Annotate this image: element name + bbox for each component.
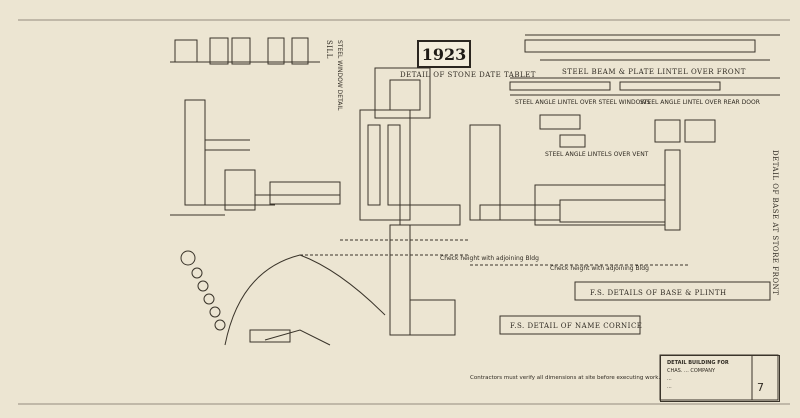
label-sill: SILL [325, 40, 333, 59]
date-tablet: 1923 [417, 40, 471, 68]
label-stone-date-tablet: DETAIL OF STONE DATE TABLET [400, 71, 536, 79]
contractor-note: Contractors must verify all dimensions a… [470, 375, 661, 381]
title-line-2: CHAS. ... COMPANY [667, 368, 716, 374]
label-steel-angle-lintel-rear-door: STEEL ANGLE LINTEL OVER REAR DOOR [640, 99, 760, 106]
label-steel-angle-lintels-vent: STEEL ANGLE LINTELS OVER VENT [545, 151, 649, 158]
date-tablet-year: 1923 [421, 44, 467, 64]
label-steel-beam-plate-lintel: STEEL BEAM & PLATE LINTEL OVER FRONT [562, 68, 746, 76]
label-check-height-2: Check height with adjoining Bldg [550, 265, 649, 272]
label-base-detail: DETAIL OF BASE AT STORE FRONT [771, 150, 779, 296]
title-line-4: ... [667, 384, 672, 390]
label-fs-detail-name-cornice: F.S. DETAIL OF NAME CORNICE [510, 322, 643, 330]
label-steel-window-detail: STEEL WINDOW DETAIL [336, 40, 343, 111]
label-steel-angle-lintel-window: STEEL ANGLE LINTEL OVER STEEL WINDOWS [515, 99, 651, 106]
label-fs-details-base-plinth: F.S. DETAILS OF BASE & PLINTH [590, 289, 727, 297]
sheet-number: 7 [757, 381, 764, 394]
title-line-3: ... [667, 376, 672, 382]
title-block: DETAIL BUILDING FOR CHAS. ... COMPANY ..… [660, 355, 780, 402]
title-line-1: DETAIL BUILDING FOR [667, 360, 729, 366]
label-check-height-1: Check height with adjoining Bldg [440, 255, 539, 262]
